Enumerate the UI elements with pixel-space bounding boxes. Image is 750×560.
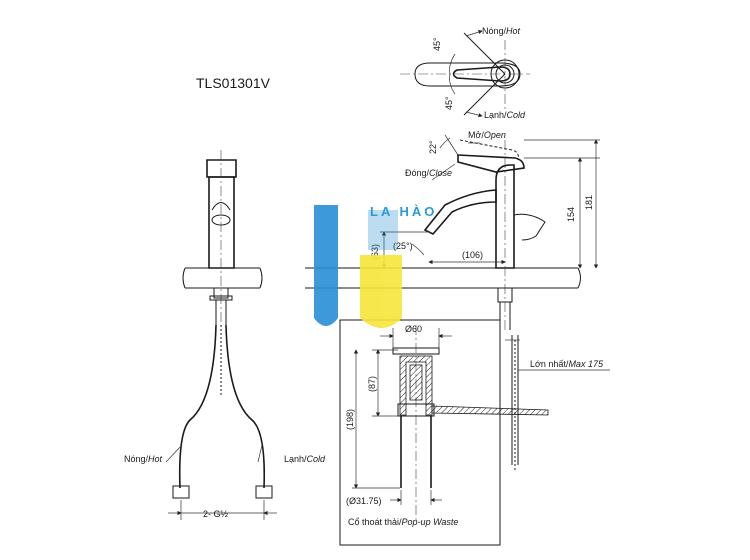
- spout-height-label: (63): [370, 244, 380, 260]
- popup-pull-rod: [431, 405, 549, 416]
- popup-dia-bottom-label: (Ø31.75): [346, 496, 382, 506]
- popup-cap: [392, 347, 440, 355]
- popup-dia-top-label: Ø60: [405, 324, 422, 334]
- watermark-logo: [314, 205, 402, 328]
- front-cold-label: Lạnh/Cold: [284, 454, 326, 464]
- front-hose-hot: [178, 324, 217, 489]
- side-spout: [423, 189, 497, 235]
- front-hot-label: Nóng/Hot: [124, 454, 163, 464]
- popup-dim-198-label: (198): [345, 409, 355, 430]
- popup-dim-87-label: (87): [367, 376, 377, 392]
- top-hot-label: Nóng/Hot: [482, 26, 521, 36]
- side-lever: [513, 213, 546, 241]
- popup-caption: Cổ thoát thải/Pop-up Waste: [348, 517, 458, 527]
- popup-waste: [339, 319, 549, 546]
- top-view-handle: [452, 66, 511, 82]
- front-handle: [206, 159, 237, 178]
- max-175-label: Lớn nhất/Max 175: [530, 359, 604, 369]
- popup-waste-frame: [339, 319, 501, 546]
- angle-open-label: 22°: [428, 140, 438, 154]
- watermark-text: LA HÀO: [370, 204, 437, 219]
- side-view: [305, 134, 610, 470]
- angle-bottom-label: 45°: [444, 96, 454, 110]
- spout-reach-label: (106): [462, 250, 483, 260]
- front-view: [165, 150, 277, 520]
- height-181-label: 181: [584, 195, 594, 210]
- thread-size-label: 2- G½: [203, 509, 229, 519]
- height-154-label: 154: [566, 207, 576, 222]
- top-view: [400, 30, 530, 118]
- open-label: Mở/Open: [468, 130, 506, 140]
- side-handle-open: [459, 139, 519, 161]
- model-code: TLS01301V: [196, 75, 271, 91]
- side-handle-closed: [457, 154, 525, 173]
- side-body: [495, 164, 515, 269]
- close-label: Đóng/Close: [405, 168, 452, 178]
- hot-connector-nut: [172, 485, 190, 499]
- cold-connector-nut: [255, 485, 273, 499]
- front-hose-cold: [225, 324, 266, 489]
- angle-spout-label: (25°): [393, 241, 413, 251]
- popup-body-section: [399, 355, 433, 416]
- top-cold-label: Lạnh/Cold: [484, 110, 526, 120]
- angle-top-label: 45°: [432, 37, 442, 51]
